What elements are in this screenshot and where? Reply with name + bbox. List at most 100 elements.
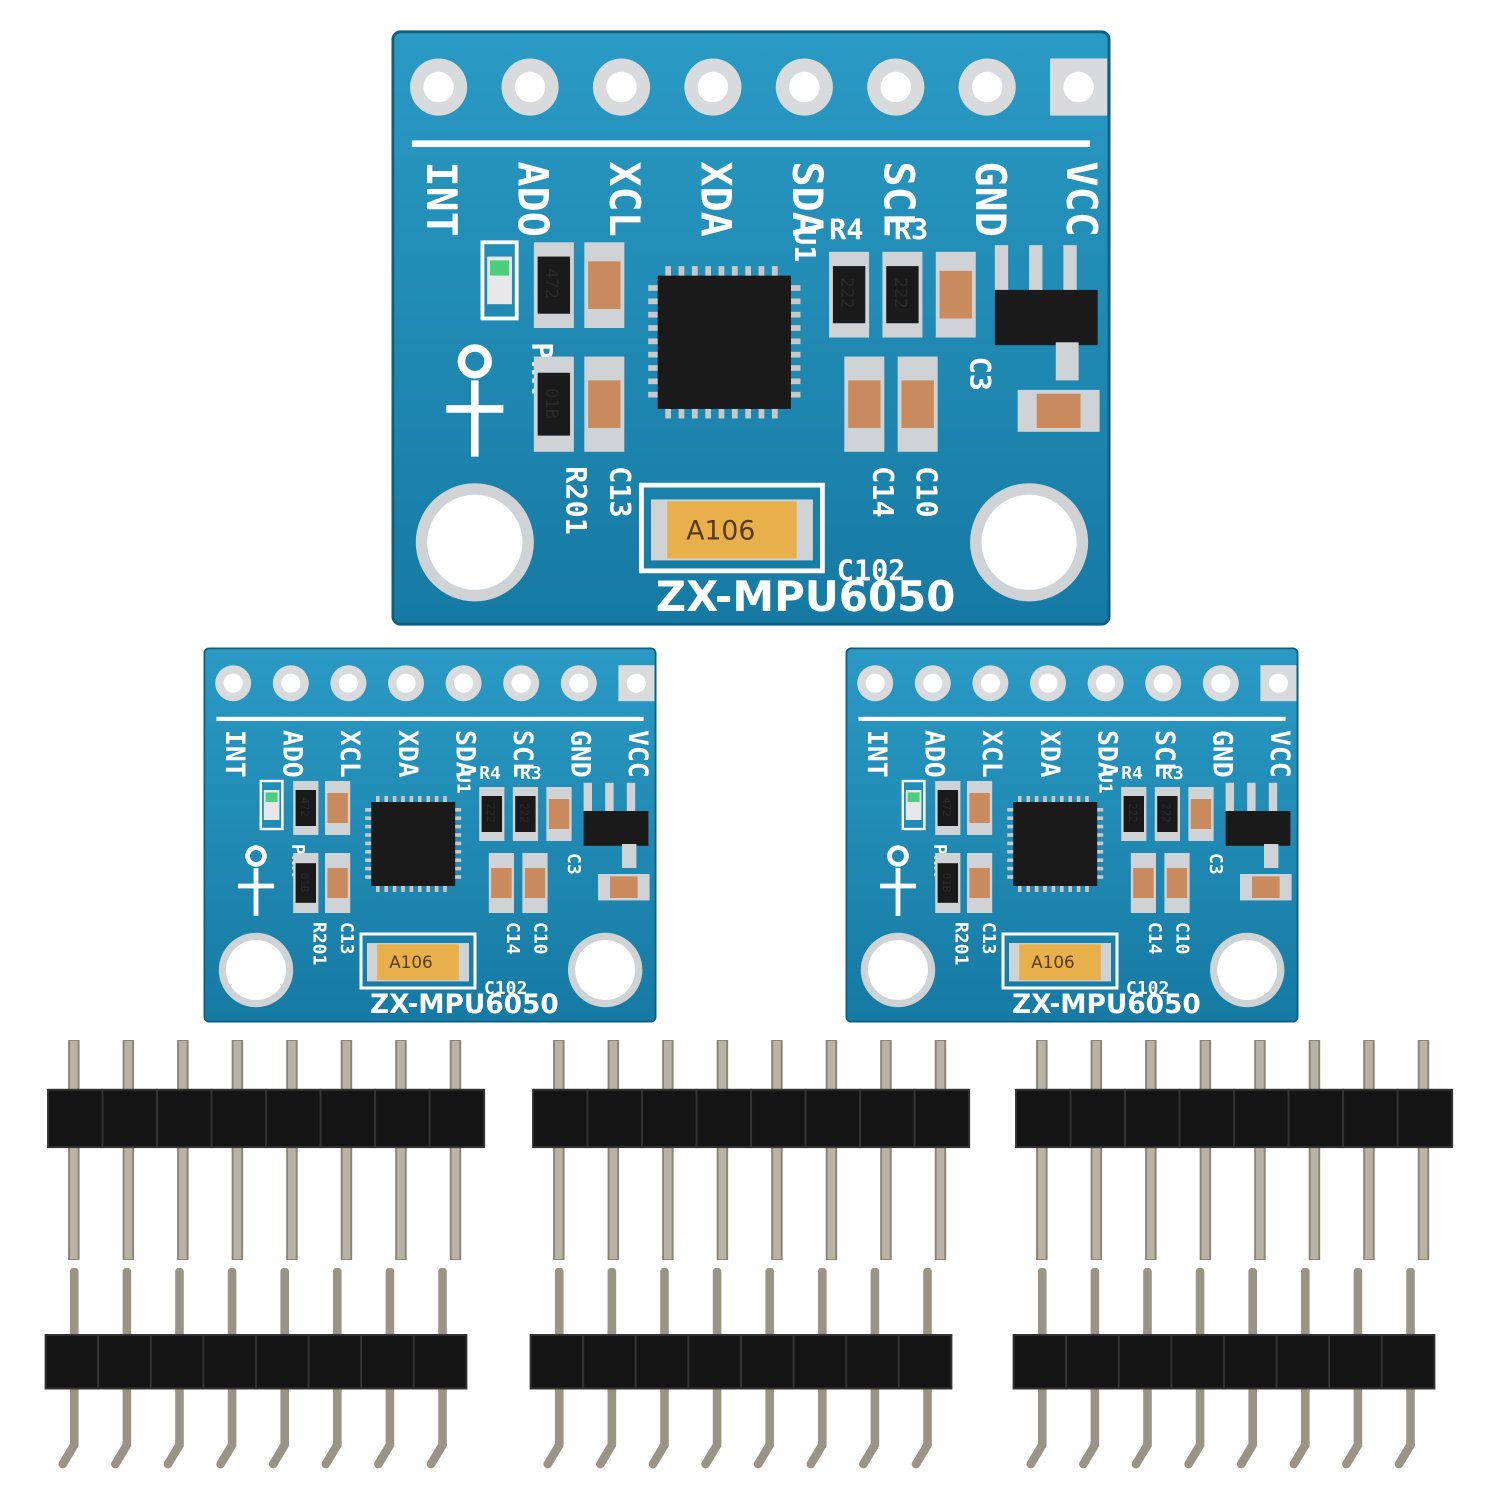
header-pins (58, 1267, 447, 1469)
tantalum-capacitor: A106 (359, 932, 477, 990)
label-c10: C10 (529, 922, 550, 955)
pin-label-gnd: GND (1207, 730, 1238, 778)
label-r201: R201 (309, 922, 330, 965)
cap-a-body (327, 793, 348, 823)
pin-label-vcc: VCC (622, 730, 653, 778)
resistor-222-a: 222 (1121, 787, 1147, 841)
svg-text:222: 222 (890, 278, 910, 309)
svg-text:222: 222 (484, 803, 497, 823)
label-r4: R4 (829, 212, 863, 246)
module-name: ZX-MPU6050 (656, 572, 956, 621)
power-led (480, 240, 519, 321)
pin-label-xda: XDA (1034, 730, 1065, 778)
label-c10: C10 (1171, 922, 1192, 955)
silk-rail (411, 140, 1091, 148)
label-r4: R4 (479, 763, 501, 784)
header-plastic (44, 1334, 468, 1390)
header-pins (1026, 1267, 1415, 1469)
pin-label-sda: SDA (1091, 730, 1122, 778)
mounting-holes (860, 932, 1285, 1008)
pin-label-ado: ADO (277, 730, 308, 778)
svg-text:01B: 01B (298, 873, 311, 893)
label-c10: C10 (910, 466, 944, 518)
pin-label-sda: SDA (449, 730, 480, 778)
header-plastic (1015, 1088, 1454, 1149)
tantalum-marking: A106 (389, 952, 433, 972)
resistor-01b: 01B (293, 853, 319, 913)
header-pins (553, 1039, 947, 1261)
board-small-left: INT ADO XCL XDA SDA SCL GND VCC 472 R4 R… (190, 646, 670, 1024)
pin-label-ado: ADO (509, 161, 558, 237)
module-name: ZX-MPU6050 (1012, 989, 1201, 1020)
label-c13: C13 (978, 922, 999, 955)
label-c102: C102 (1126, 978, 1169, 999)
mpu-chip (365, 796, 462, 892)
header-plastic (47, 1088, 486, 1149)
resistor-222-b: 222 (882, 251, 923, 338)
axis-symbol (880, 845, 916, 916)
header-pins (68, 1039, 462, 1261)
pin-label-scl: SCL (507, 730, 538, 778)
pin-labels: INT ADO XCL XDA SDA SCL GND VCC (417, 161, 1106, 237)
pin-label-gnd: GND (565, 730, 596, 778)
tantalum-marking: A106 (1031, 952, 1075, 972)
label-c102: C102 (837, 553, 906, 587)
svg-text:472: 472 (298, 797, 311, 817)
pin-label-xda: XDA (392, 730, 423, 778)
label-c3: C3 (563, 853, 584, 875)
label-r4: R4 (1121, 763, 1143, 784)
resistor-01b: 01B (533, 356, 574, 452)
label-c3: C3 (963, 357, 997, 391)
svg-text:222: 222 (1126, 803, 1139, 823)
pin-label-ado: ADO (919, 730, 950, 778)
pin-holes (410, 58, 1108, 116)
mpu-chip (648, 266, 801, 419)
resistor-222-a: 222 (829, 251, 870, 338)
svg-text:01B: 01B (940, 873, 953, 893)
label-r201: R201 (951, 922, 972, 965)
mpu-chip (1007, 796, 1104, 892)
pin-label-xcl: XCL (976, 730, 1007, 778)
label-c3: C3 (1205, 853, 1226, 875)
pin-header-straight-3 (1008, 1039, 1464, 1261)
cap-a-body (588, 261, 621, 309)
tantalum-capacitor: A106 (1001, 932, 1119, 990)
label-r3: R3 (520, 763, 542, 784)
pin-label-vcc: VCC (1264, 730, 1295, 778)
tantalum-capacitor: A106 (639, 482, 825, 574)
voltage-regulator (583, 782, 649, 868)
label-u1: U1 (453, 772, 474, 794)
pin-header-bent-2 (525, 1267, 957, 1488)
silk-rail (216, 716, 644, 721)
pin-labels: INT ADO XCL XDA SDA SCL GND VCC (219, 730, 653, 778)
resistor-472: 472 (935, 781, 961, 835)
pin-label-scl: SCL (874, 161, 923, 237)
header-plastic (529, 1334, 953, 1390)
pin-holes (215, 665, 655, 702)
svg-text:222: 222 (518, 803, 531, 823)
pin-label-int: INT (219, 730, 250, 778)
label-c102: C102 (484, 978, 527, 999)
pin-label-xcl: XCL (600, 161, 649, 237)
board-large: INT ADO XCL XDA SDA SCL GND VCC 472 R4 R… (372, 28, 1130, 628)
axis-symbol (446, 344, 504, 457)
module-name: ZX-MPU6050 (370, 989, 559, 1020)
resistor-472: 472 (533, 242, 574, 328)
voltage-regulator (994, 245, 1098, 381)
label-r201: R201 (559, 466, 593, 535)
resistor-222-b: 222 (512, 787, 538, 841)
power-led (259, 779, 284, 831)
mounting-holes (218, 932, 643, 1008)
pin-label-xcl: XCL (334, 730, 365, 778)
label-c14: C14 (502, 922, 523, 955)
header-plastic (532, 1088, 971, 1149)
axis-symbol (238, 845, 274, 916)
label-u1: U1 (1095, 772, 1116, 794)
voltage-regulator (1225, 782, 1291, 868)
pin-label-sda: SDA (783, 161, 832, 237)
svg-text:01B: 01B (541, 388, 561, 419)
pin-label-vcc: VCC (1057, 161, 1106, 237)
resistor-222-b: 222 (1154, 787, 1180, 841)
pin-label-int: INT (417, 161, 466, 237)
mounting-holes (415, 483, 1089, 602)
